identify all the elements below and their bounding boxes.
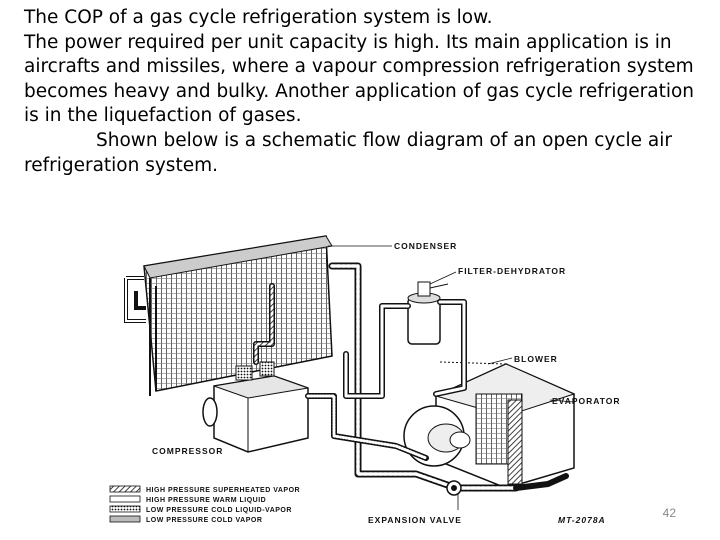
figure-code: MT-2078A bbox=[558, 515, 606, 525]
label-blower: BLOWER bbox=[514, 354, 558, 364]
compressor bbox=[202, 361, 309, 453]
paragraph-1: The COP of a gas cycle refrigeration sys… bbox=[24, 7, 493, 28]
label-compressor: COMPRESSOR bbox=[152, 446, 223, 456]
legend-item: HIGH PRESSURE SUPERHEATED VAPOR bbox=[146, 487, 300, 494]
leader-lines bbox=[328, 245, 575, 510]
evaporator-blower bbox=[403, 361, 576, 489]
legend-swatch-cold-liquid-vapor bbox=[109, 505, 141, 513]
label-evaporator: EVAPORATOR bbox=[552, 396, 621, 406]
label-filter-dehydrator: FILTER-DEHYDRATOR bbox=[458, 266, 566, 276]
legend-item: HIGH PRESSURE WARM LIQUID bbox=[146, 497, 266, 504]
label-condenser: CONDENSER bbox=[394, 241, 457, 251]
filter-dehydrator bbox=[407, 281, 449, 345]
legend-swatch-warm-liquid bbox=[109, 495, 141, 503]
condenser-coil bbox=[124, 235, 333, 396]
paragraph-3-text: Shown below is a schematic flow diagram … bbox=[24, 129, 672, 176]
legend-item: LOW PRESSURE COLD LIQUID-VAPOR bbox=[146, 507, 292, 514]
legend: HIGH PRESSURE SUPERHEATED VAPOR HIGH PRE… bbox=[109, 485, 300, 524]
page-number: 42 bbox=[662, 506, 676, 520]
expansion-valve bbox=[446, 480, 462, 496]
paragraph-2: The power required per unit capacity is … bbox=[24, 31, 695, 127]
refrigerant-piping bbox=[253, 262, 569, 492]
legend-item: LOW PRESSURE COLD VAPOR bbox=[146, 517, 262, 524]
label-expansion-valve: EXPANSION VALVE bbox=[368, 515, 462, 525]
paragraph-3: Shown below is a schematic flow diagram … bbox=[24, 129, 704, 178]
refrigeration-schematic: CONDENSER FILTER-DEHYDRATOR BLOWER EVAPO… bbox=[109, 235, 621, 525]
legend-swatch-cold-vapor bbox=[109, 515, 141, 523]
legend-swatch-superheated-vapor bbox=[109, 485, 141, 493]
slide-body: The COP of a gas cycle refrigeration sys… bbox=[24, 6, 704, 178]
